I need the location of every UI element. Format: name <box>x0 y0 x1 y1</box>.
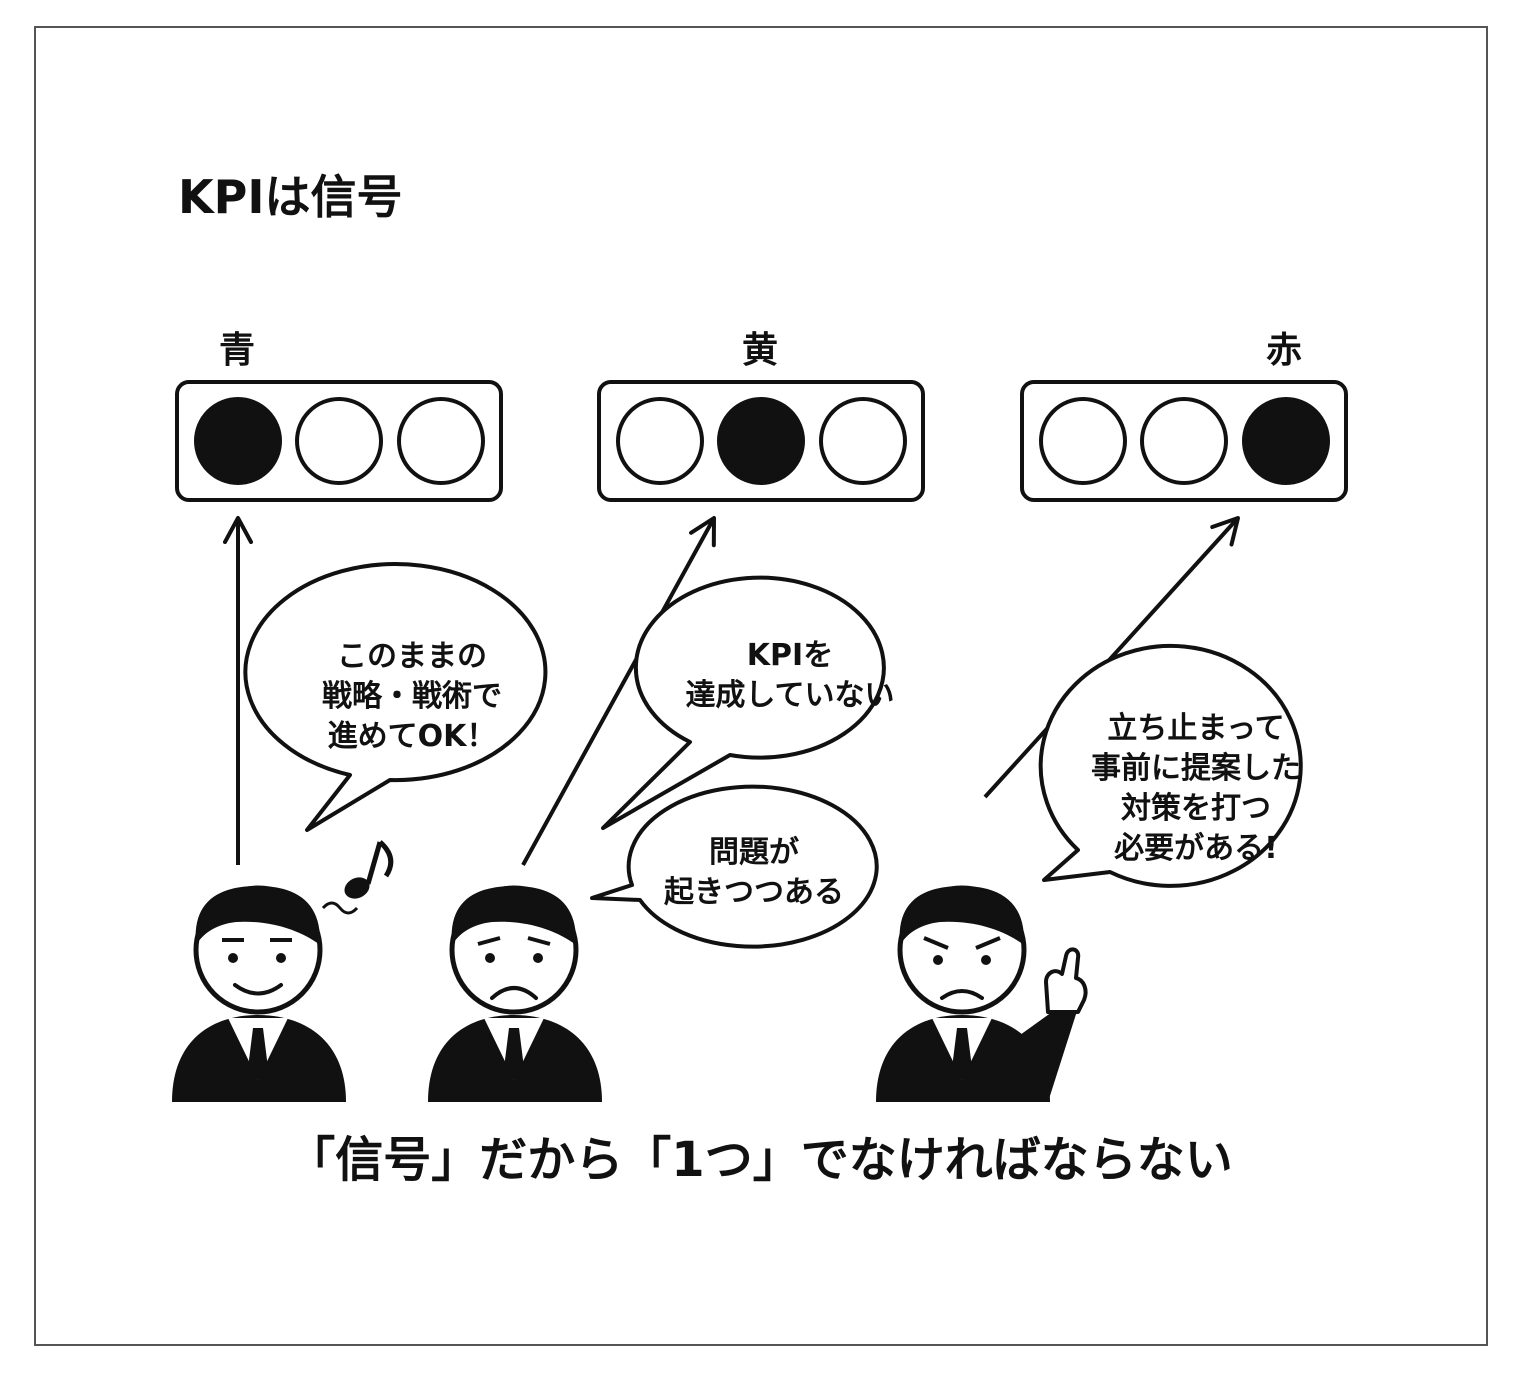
bubble-yellow-top-line-2: 達成していない <box>685 678 894 713</box>
traffic-signal-yellow <box>597 380 925 502</box>
bubble-red-line-3: 対策を打つ <box>1121 791 1271 826</box>
music-note-icon <box>321 840 394 915</box>
bubble-red-line-1: 立ち止まって <box>1107 711 1284 746</box>
signal-lamp <box>616 397 704 485</box>
traffic-signal-red <box>1020 380 1348 502</box>
speech-bubble-yellow-top: KPIを 達成していない <box>601 575 895 830</box>
traffic-signal-blue <box>175 380 503 502</box>
bubble-red-line-4: 必要がある! <box>1114 831 1278 866</box>
signal-lamp-lit <box>717 397 805 485</box>
person-happy <box>172 885 346 1102</box>
signal-lamp <box>1039 397 1127 485</box>
arrow-to-yellow-signal <box>521 516 716 866</box>
signal-lamp-lit <box>194 397 282 485</box>
signal-label-yellow: 黄 <box>742 330 778 371</box>
signal-lamp <box>295 397 383 485</box>
signal-label-red: 赤 <box>1266 330 1302 371</box>
signal-lamp <box>819 397 907 485</box>
speech-bubble-yellow-bottom: 問題が 起きつつある <box>590 784 879 949</box>
caption: 「信号」だから「1つ」でなければならない <box>287 1132 1232 1188</box>
bubble-yellow-bottom-line-2: 起きつつある <box>664 875 844 910</box>
bubble-blue-line-2: 戦略・戦術で <box>322 679 502 714</box>
signal-lamp <box>1140 397 1228 485</box>
bubble-red-line-2: 事前に提案した <box>1091 751 1301 786</box>
bubble-blue-line-3: 進めてOK！ <box>328 719 497 754</box>
person-serious <box>876 885 1088 1102</box>
signal-label-blue: 青 <box>219 330 255 371</box>
figure-frame <box>34 26 1488 1346</box>
bubble-blue-line-1: このままの <box>337 639 487 674</box>
speech-bubble-red: 立ち止まって 事前に提案した 対策を打つ 必要がある! <box>1038 643 1303 888</box>
speech-bubble-blue: このままの 戦略・戦術で 進めてOK！ <box>243 562 548 832</box>
person-worried <box>428 885 602 1102</box>
page-title: KPIは信号 <box>178 170 402 224</box>
bubble-yellow-top-line-1: KPIを <box>747 638 833 673</box>
signal-lamp <box>397 397 485 485</box>
signal-lamp-lit <box>1242 397 1330 485</box>
bubble-yellow-bottom-line-1: 問題が <box>709 835 799 870</box>
